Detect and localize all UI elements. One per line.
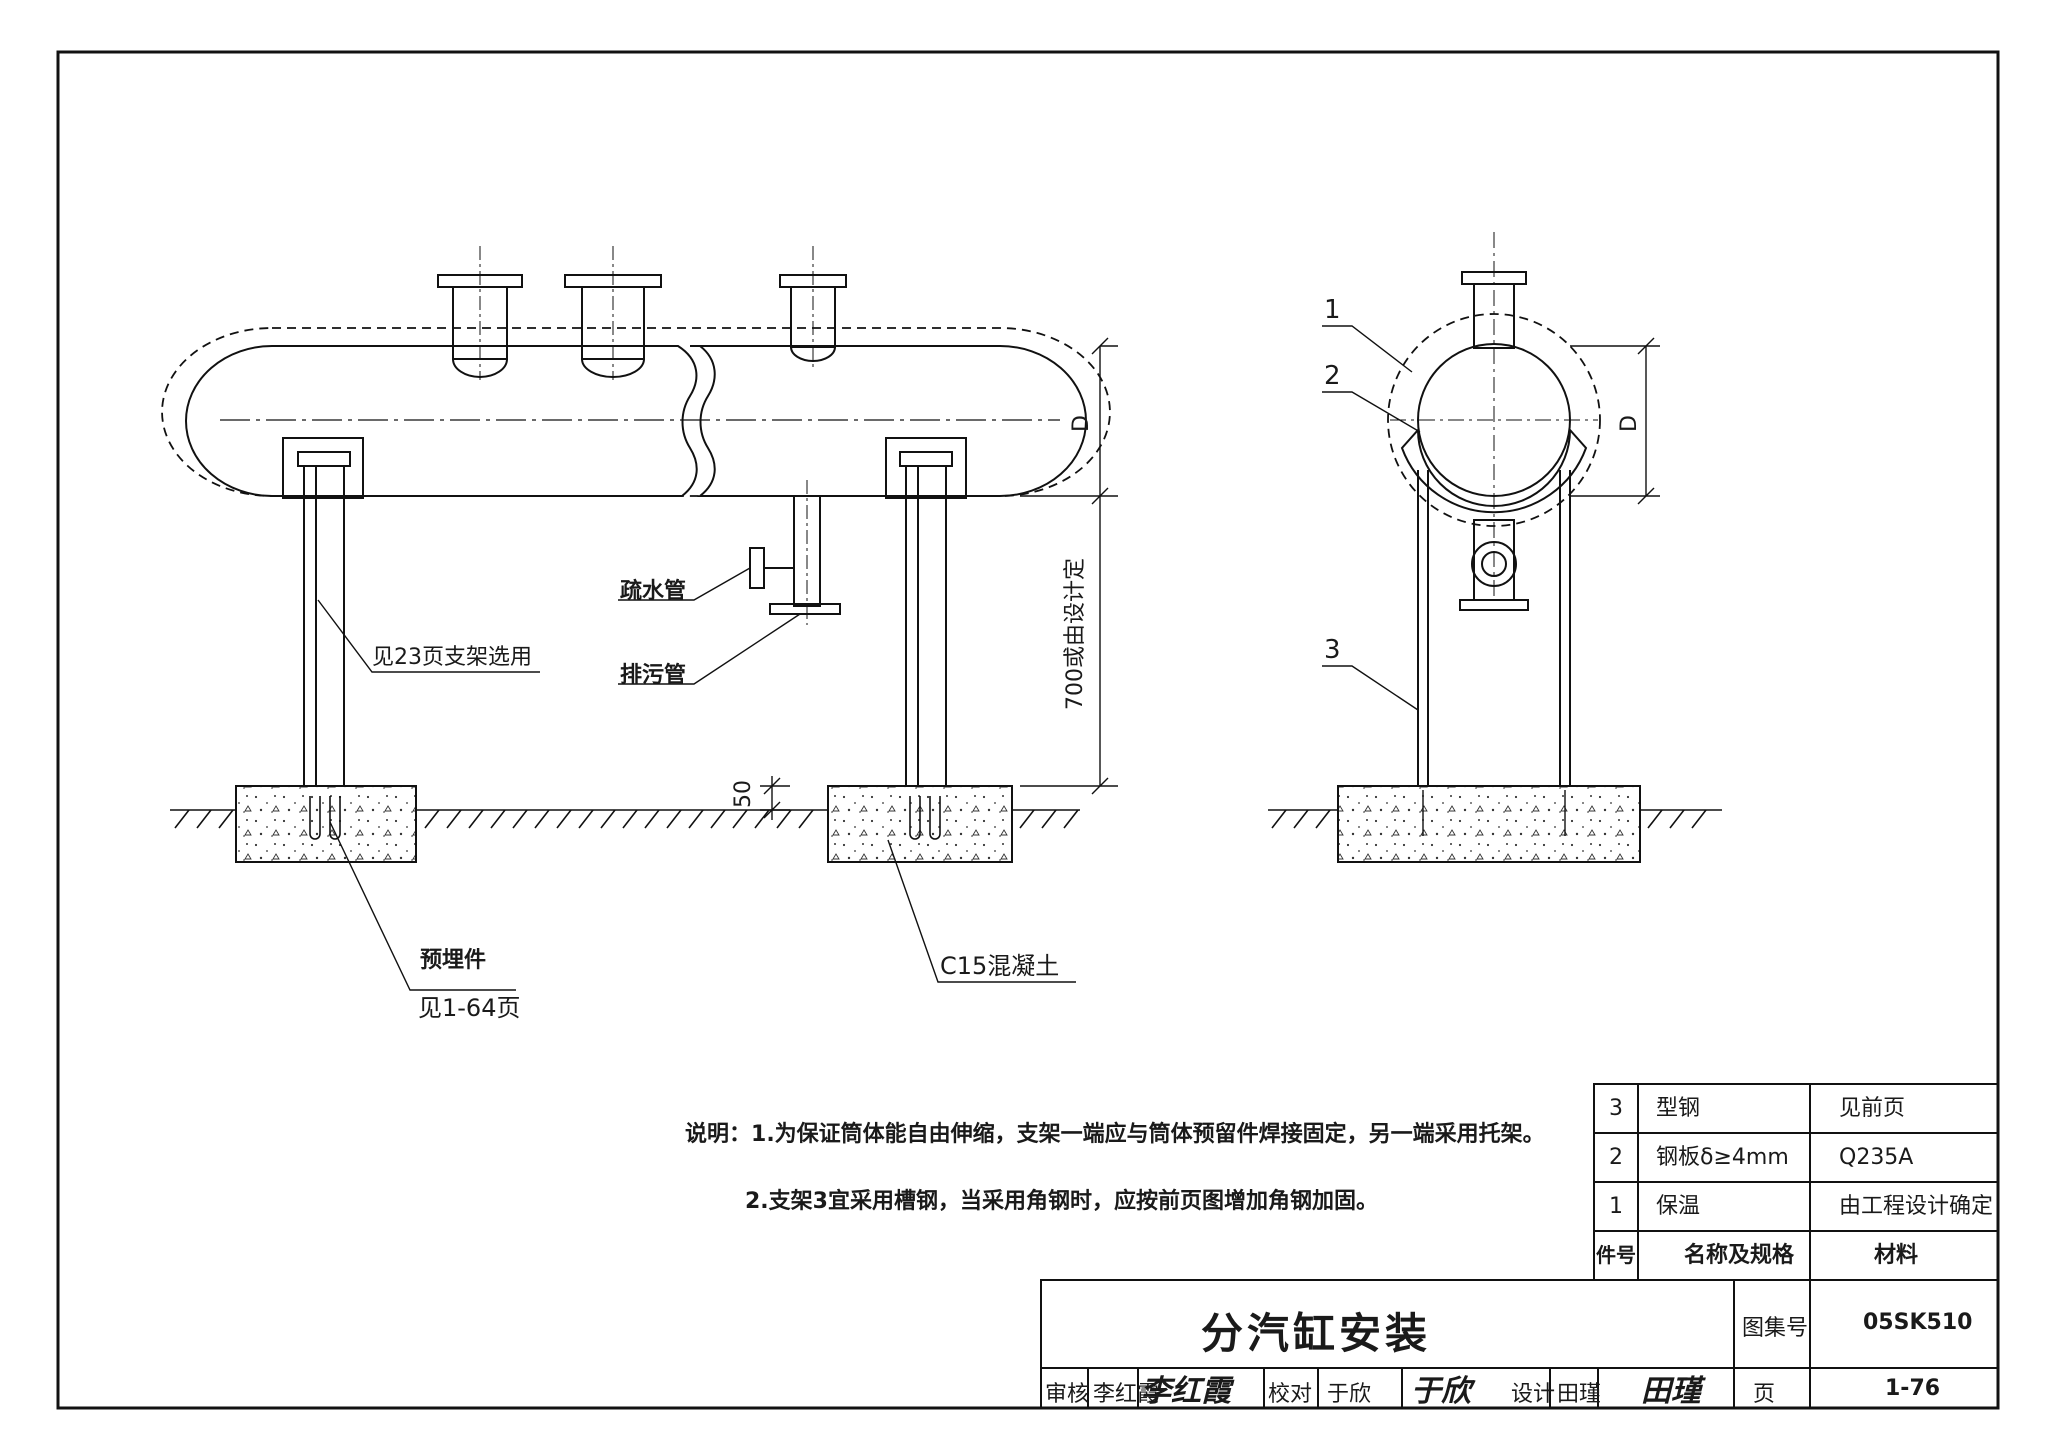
- bom-header-material: 材料: [1874, 1243, 1919, 1268]
- part-2-label: 2: [1324, 361, 1341, 391]
- bom-name: 钢板δ≥4mm: [1656, 1145, 1789, 1170]
- page-number: 1-76: [1885, 1376, 1941, 1401]
- page-label: 页: [1753, 1382, 1776, 1407]
- saddle-plate: [1400, 427, 1588, 514]
- bom-name: 保温: [1656, 1194, 1701, 1219]
- title-block: 分汽缸安装 图集号 05SK510 审核 李红霞 李红霞 校对 于欣 于欣 设计…: [1041, 1282, 1998, 1409]
- reviewer-name: 李红霞: [1093, 1382, 1160, 1407]
- dim-50-label: 50: [731, 780, 756, 808]
- leader-lines: [317, 567, 1076, 991]
- right-support: [885, 437, 967, 787]
- embedded-part-label: 预埋件: [420, 948, 486, 973]
- dim-d-front-label: D: [1069, 415, 1094, 432]
- embedded-ref-label: 见1-64页: [418, 994, 520, 1022]
- vessel-shell: [185, 345, 698, 497]
- bom-name: 型钢: [1656, 1096, 1701, 1121]
- drawing-title: 分汽缸安装: [1201, 1309, 1432, 1358]
- bom-material: 见前页: [1839, 1096, 1906, 1121]
- front-view: [161, 246, 1118, 991]
- check-label: 校对: [1268, 1382, 1313, 1407]
- dim-d-side-label: D: [1617, 415, 1642, 432]
- part-3-label: 3: [1324, 635, 1341, 665]
- note-line-1: 说明：1.为保证筒体能自由伸缩，支架一端应与筒体预留件焊接固定，另一端采用托架。: [685, 1116, 1545, 1148]
- design-label: 设计: [1511, 1382, 1556, 1407]
- support-ref-label: 见23页支架选用: [372, 645, 532, 670]
- bom-no: 3: [1609, 1096, 1623, 1121]
- side-view: [1268, 232, 1722, 863]
- drain-pipe-label: 疏水管: [620, 578, 686, 604]
- concrete-label: C15混凝土: [940, 952, 1059, 980]
- note-line-2: 2.支架3宜采用槽钢，当采用角钢时，应按前页图增加角钢加固。: [745, 1189, 1378, 1214]
- left-foundation: [235, 785, 417, 863]
- dimension-lines: [760, 337, 1118, 820]
- bom-row: 2 钢板δ≥4mm Q235A: [1594, 1133, 1998, 1182]
- note-prefix: 说明：: [685, 1122, 752, 1147]
- atlas-number: 05SK510: [1863, 1310, 1973, 1335]
- atlas-label: 图集号: [1742, 1316, 1809, 1341]
- checker-name: 于欣: [1327, 1382, 1372, 1407]
- bom-material: 由工程设计确定: [1839, 1194, 1994, 1219]
- height-dimension-label: 700或由设计定: [1063, 558, 1088, 710]
- title-block-grid: [1040, 1279, 1999, 1409]
- left-support: [282, 437, 364, 787]
- bom-row: 3 型钢 见前页: [1594, 1084, 1998, 1133]
- part-1-label: 1: [1324, 295, 1341, 325]
- sheet-border: [56, 50, 2000, 1410]
- bom-header-no: 件号: [1596, 1243, 1636, 1267]
- bom-material: Q235A: [1839, 1145, 1914, 1170]
- blowdown-pipe-label: 排污管: [620, 662, 686, 688]
- checker-signature: 于欣: [1411, 1374, 1471, 1409]
- bom-header-name: 名称及规格: [1684, 1243, 1795, 1268]
- top-nozzles: [437, 246, 847, 380]
- bom-header-row: 件号 名称及规格 材料: [1594, 1231, 1998, 1280]
- insulation-outline: [161, 327, 1111, 497]
- bill-of-materials: 3 型钢 见前页 2 钢板δ≥4mm Q235A 1 保温 由工程设计确定 件号…: [1594, 1084, 1998, 1280]
- bom-no: 1: [1609, 1194, 1623, 1219]
- bottom-drain: [749, 480, 841, 625]
- designer-signature: 田瑾: [1641, 1374, 1701, 1409]
- review-label: 审核: [1045, 1382, 1090, 1407]
- bom-no: 2: [1609, 1145, 1623, 1170]
- reviewer-signature: 李红霞: [1141, 1374, 1231, 1409]
- ground-line: [170, 809, 1080, 829]
- bom-row: 1 保温 由工程设计确定: [1594, 1182, 1998, 1231]
- designer-name: 田瑾: [1557, 1382, 1602, 1407]
- note-text-1: 1.为保证筒体能自由伸缩，支架一端应与筒体预留件焊接固定，另一端采用托架。: [751, 1122, 1545, 1147]
